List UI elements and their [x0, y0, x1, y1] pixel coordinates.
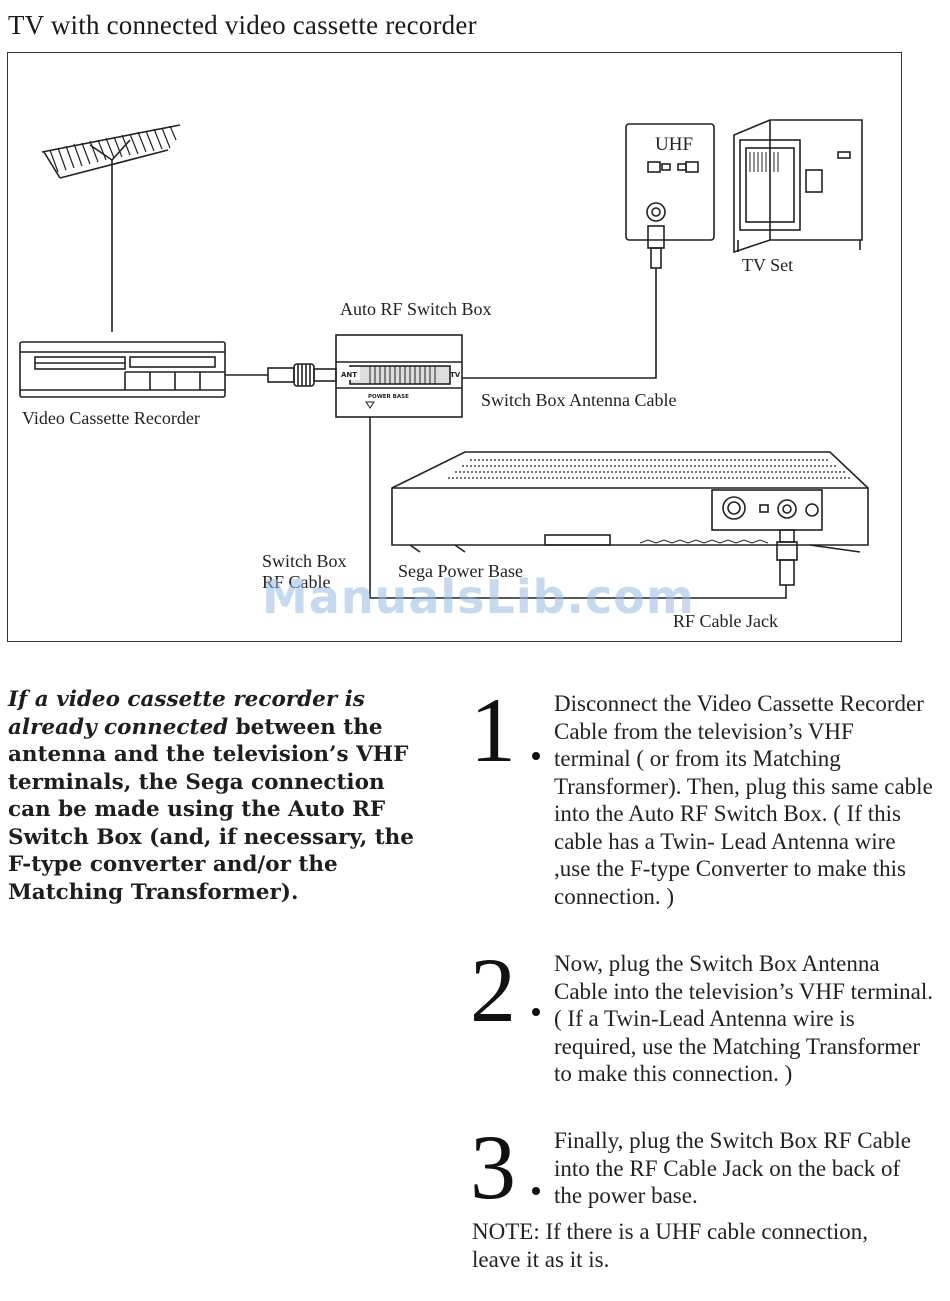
step-text: Finally, plug the Switch Box RF Cable in… — [554, 1128, 911, 1208]
switch-box-antenna-cable-label: Switch Box Antenna Cable — [481, 390, 677, 410]
sega-power-base-icon — [391, 451, 869, 586]
antenna-icon — [41, 124, 181, 332]
switch-box-icon — [335, 334, 463, 418]
switch-box-tv-text: TV — [450, 371, 461, 379]
tv-set-icon — [733, 119, 863, 254]
switch-box-power-base-text: POWER BASE — [368, 394, 409, 400]
diagram-frame — [7, 52, 902, 642]
switch-box-rf-cable-label-line2: RF Cable — [262, 572, 331, 592]
step-bullet — [532, 1008, 540, 1016]
step-text: Now, plug the Switch Box Antenna Cable i… — [554, 951, 934, 1086]
auto-rf-switch-box-label: Auto RF Switch Box — [340, 299, 492, 319]
note: NOTE: If there is a UHF cable connection… — [472, 1219, 868, 1272]
step-number: 2 — [470, 939, 516, 1041]
video-cassette-recorder-label: Video Cassette Recorder — [22, 408, 200, 428]
step-number: 3 — [470, 1116, 516, 1218]
step-text: Disconnect the Video Cassette Recorder C… — [554, 691, 933, 909]
step-2: 2 Now, plug the Switch Box Antenna Cable… — [470, 939, 940, 1120]
step-1: 1 Disconnect the Video Cassette Recorder… — [470, 679, 940, 940]
page-title: TV with connected video cassette recorde… — [8, 10, 477, 40]
switch-box-rf-cable-label-line1: Switch Box — [262, 551, 347, 571]
watermark: ManualsLib.com — [262, 570, 695, 624]
tv-set-label: TV Set — [742, 255, 794, 275]
connection-diagram: ANT TV POWER BASE — [19, 119, 869, 599]
uhf-label: UHF — [655, 134, 694, 155]
vcr-icon — [19, 341, 226, 398]
step-number: 1 — [470, 679, 516, 781]
switch-box-ant-text: ANT — [341, 371, 357, 379]
uhf-panel-icon — [625, 123, 715, 269]
step-3: 3 Finally, plug the Switch Box RF Cable … — [470, 1116, 940, 1218]
step-bullet — [532, 1187, 540, 1195]
intro-rest: between the antenna and the television’s… — [8, 714, 414, 905]
intro-italic: If a video cassette recorder is already … — [8, 687, 365, 740]
f-connector-icon — [267, 363, 337, 387]
step-bullet — [532, 752, 540, 760]
rf-cable-jack-label: RF Cable Jack — [673, 611, 778, 631]
sega-power-base-label: Sega Power Base — [398, 561, 523, 581]
intro-paragraph: If a video cassette recorder is already … — [8, 686, 428, 906]
